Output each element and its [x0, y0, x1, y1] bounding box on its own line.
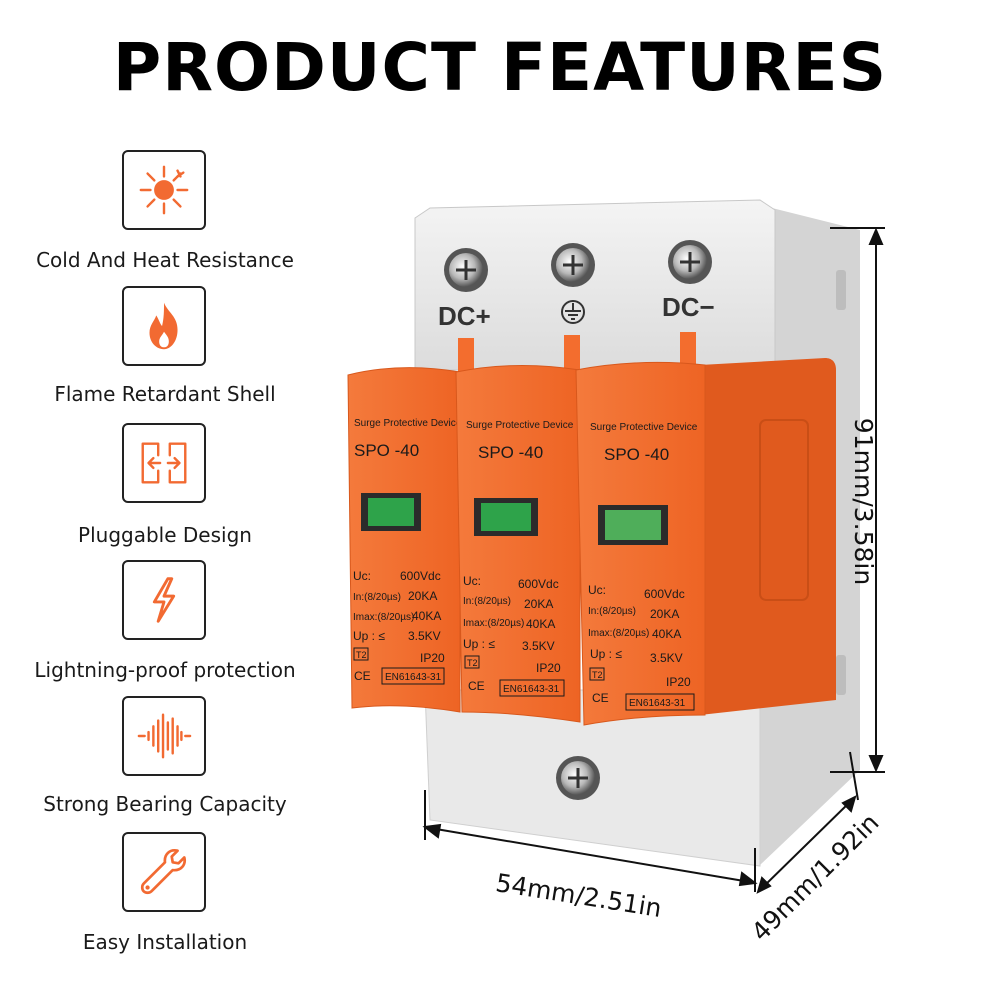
- clip-slot: [836, 270, 846, 310]
- svg-text:IP20: IP20: [666, 675, 691, 689]
- terminal-screw-dc-minus: [668, 240, 712, 284]
- svg-text:Surge Protective Device: Surge Protective Device: [466, 420, 574, 431]
- sun-snowflake-icon: [122, 150, 206, 230]
- svg-text:Uc:: Uc:: [463, 574, 481, 588]
- svg-text:20KA: 20KA: [524, 597, 553, 611]
- svg-text:40KA: 40KA: [526, 617, 555, 631]
- dimension-width-label: 54mm/2.51in: [493, 868, 664, 924]
- svg-text:T2: T2: [592, 670, 603, 680]
- svg-text:SPO -40: SPO -40: [354, 441, 419, 460]
- svg-text:Uc:: Uc:: [588, 583, 606, 597]
- page-title: PRODUCT FEATURES: [112, 29, 888, 106]
- svg-text:In:(8/20µs): In:(8/20µs): [353, 592, 401, 603]
- svg-text:EN61643-31: EN61643-31: [629, 698, 686, 709]
- svg-text:Uc:: Uc:: [353, 569, 371, 583]
- plug-arrows-icon: [122, 423, 206, 503]
- terminal-label-dc-minus: DC−: [662, 292, 715, 322]
- svg-text:Imax:(8/20µs): Imax:(8/20µs): [353, 612, 414, 623]
- svg-text:T2: T2: [467, 658, 478, 668]
- status-window: [474, 498, 538, 536]
- svg-text:3.5KV: 3.5KV: [650, 651, 683, 665]
- module-2: Surge Protective Device SPO -40 Uc: 600V…: [455, 364, 581, 723]
- svg-text:IP20: IP20: [536, 661, 561, 675]
- svg-text:In:(8/20µs): In:(8/20µs): [588, 606, 636, 617]
- side-panel: [759, 419, 809, 601]
- module-3: Surge Protective Device SPO -40 Uc: 600V…: [575, 361, 706, 726]
- clip-slot: [836, 655, 846, 695]
- module-tab: [458, 338, 474, 378]
- dimension-lines: [422, 227, 885, 894]
- feature-label: Cold And Heat Resistance: [36, 248, 294, 272]
- wrench-icon: [122, 832, 206, 912]
- feature-label: Lightning-proof protection: [34, 658, 296, 682]
- svg-text:EN61643-31: EN61643-31: [385, 672, 442, 683]
- module-tab: [564, 335, 580, 375]
- svg-text:20KA: 20KA: [408, 589, 437, 603]
- status-indicator: [481, 503, 531, 531]
- svg-text:40KA: 40KA: [412, 609, 441, 623]
- svg-text:40KA: 40KA: [652, 627, 681, 641]
- svg-text:EN61643-31: EN61643-31: [503, 684, 560, 695]
- svg-text:SPO -40: SPO -40: [604, 445, 669, 464]
- svg-text:CE: CE: [468, 679, 485, 693]
- module-1: Surge Protective Device SPO -40 Uc: 600V…: [347, 367, 462, 713]
- svg-text:CE: CE: [354, 669, 371, 683]
- svg-text:CE: CE: [592, 691, 609, 705]
- ground-symbol-icon: [561, 300, 585, 324]
- module-tab: [680, 332, 696, 372]
- feature-label: Flame Retardant Shell: [54, 382, 276, 406]
- terminal-label-dc-plus: DC+: [438, 301, 491, 331]
- svg-text:600Vdc: 600Vdc: [400, 569, 441, 583]
- status-indicator: [368, 498, 414, 526]
- svg-text:SPO -40: SPO -40: [478, 443, 543, 462]
- svg-text:Up : ≤: Up : ≤: [590, 647, 622, 661]
- svg-text:Imax:(8/20µs): Imax:(8/20µs): [463, 618, 524, 629]
- feature-label: Easy Installation: [82, 930, 248, 954]
- svg-text:Surge Protective Device: Surge Protective Device: [590, 422, 698, 433]
- svg-text:3.5KV: 3.5KV: [522, 639, 555, 653]
- svg-text:Up : ≤: Up : ≤: [463, 637, 495, 651]
- status-window: [598, 505, 668, 545]
- svg-text:20KA: 20KA: [650, 607, 679, 621]
- svg-text:Imax:(8/20µs): Imax:(8/20µs): [588, 628, 649, 639]
- sound-wave-icon: [122, 696, 206, 776]
- status-indicator: [605, 510, 661, 540]
- terminal-screw-ground: [551, 243, 595, 287]
- feature-label: Pluggable Design: [78, 523, 252, 547]
- svg-text:In:(8/20µs): In:(8/20µs): [463, 596, 511, 607]
- terminal-screw-dc-plus: [444, 248, 488, 292]
- svg-text:Up : ≤: Up : ≤: [353, 629, 385, 643]
- lightning-icon: [122, 560, 206, 640]
- feature-label: Strong Bearing Capacity: [43, 792, 287, 816]
- svg-text:3.5KV: 3.5KV: [408, 629, 441, 643]
- svg-text:Surge Protective Device: Surge Protective Device: [354, 418, 462, 429]
- svg-text:600Vdc: 600Vdc: [518, 577, 559, 591]
- dimension-height-label: 91mm/3.58in: [849, 417, 879, 586]
- svg-text:T2: T2: [356, 650, 367, 660]
- dimension-depth-label: 49mm/1.92in: [745, 807, 885, 947]
- svg-text:IP20: IP20: [420, 651, 445, 665]
- svg-text:600Vdc: 600Vdc: [644, 587, 685, 601]
- status-window: [361, 493, 421, 531]
- flame-icon: [122, 286, 206, 366]
- bottom-terminal-screw: [556, 756, 600, 800]
